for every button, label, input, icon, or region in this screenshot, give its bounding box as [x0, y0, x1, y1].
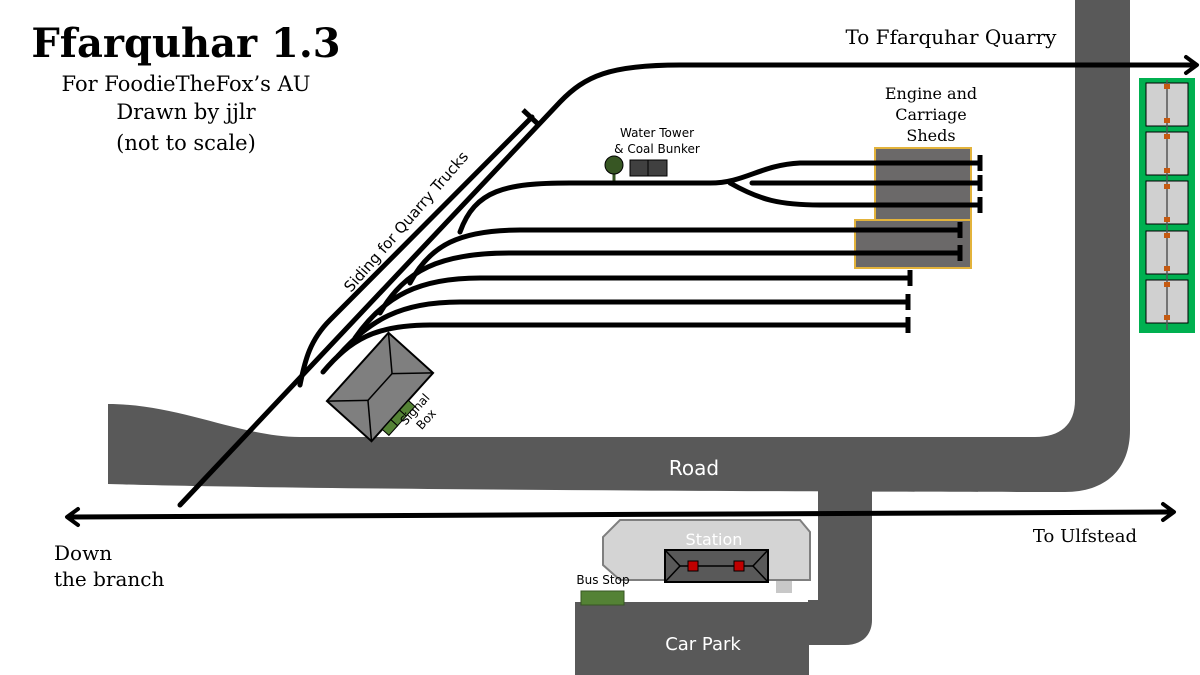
subtitle-line-2: Drawn by jjlr — [116, 100, 256, 124]
subtitle-line-1: For FoodieTheFox’s AU — [62, 72, 311, 96]
bus-stop-shelter — [580, 590, 625, 606]
quarry-siding-track — [297, 114, 535, 388]
carriage-shed — [854, 219, 972, 269]
green-shed — [1139, 78, 1195, 333]
yard-track-1c — [727, 180, 983, 208]
yard-track-5 — [335, 299, 911, 359]
station-access-road — [808, 480, 872, 645]
water-tower-label-1: Water Tower — [620, 126, 694, 140]
sheds-label-1: Engine and — [885, 84, 977, 103]
quarry-main-line — [177, 62, 1196, 508]
station-building — [664, 549, 769, 583]
water-tower-label-2: & Coal Bunker — [614, 142, 700, 156]
chimney-right — [733, 560, 745, 572]
to-quarry-label: To Ffarquhar Quarry — [846, 25, 1058, 49]
car-park-area — [575, 602, 809, 675]
arrow-ulfstead — [1161, 502, 1176, 522]
arrow-down-branch — [65, 507, 80, 527]
road-label: Road — [669, 456, 719, 480]
station-area: Station — [602, 519, 811, 593]
down-branch-label-2: the branch — [54, 567, 164, 591]
car-park-label: Car Park — [665, 634, 741, 655]
subtitle-line-3: (not to scale) — [116, 131, 256, 155]
buffer-stops — [905, 155, 983, 333]
yard-track-6 — [320, 322, 911, 375]
yard-track-4 — [352, 275, 913, 341]
bus-stop-label: Bus Stop — [576, 573, 629, 587]
to-ulfstead-label: To Ulfstead — [1033, 526, 1137, 547]
yard-track-3 — [377, 250, 963, 316]
arrow-quarry — [1184, 55, 1199, 75]
sheds-label-3: Sheds — [906, 126, 955, 145]
signal-box-steps — [381, 399, 416, 437]
track-network — [69, 62, 1196, 520]
chimney-left — [687, 560, 699, 572]
down-branch-label-1: Down — [54, 541, 112, 565]
station-label: Station — [686, 530, 743, 549]
yard-track-1 — [457, 160, 983, 235]
map-title: Ffarquhar 1.3 — [31, 20, 340, 67]
quarry-siding-label: Siding for Quarry Trucks — [340, 148, 472, 296]
signal-box — [325, 331, 435, 443]
coal-bunker — [629, 159, 668, 177]
ulfstead-line — [69, 509, 1173, 520]
sheds-label-2: Carriage — [895, 105, 966, 124]
water-tower — [604, 155, 624, 175]
main-road — [108, 0, 1130, 492]
road-network — [108, 0, 1130, 675]
